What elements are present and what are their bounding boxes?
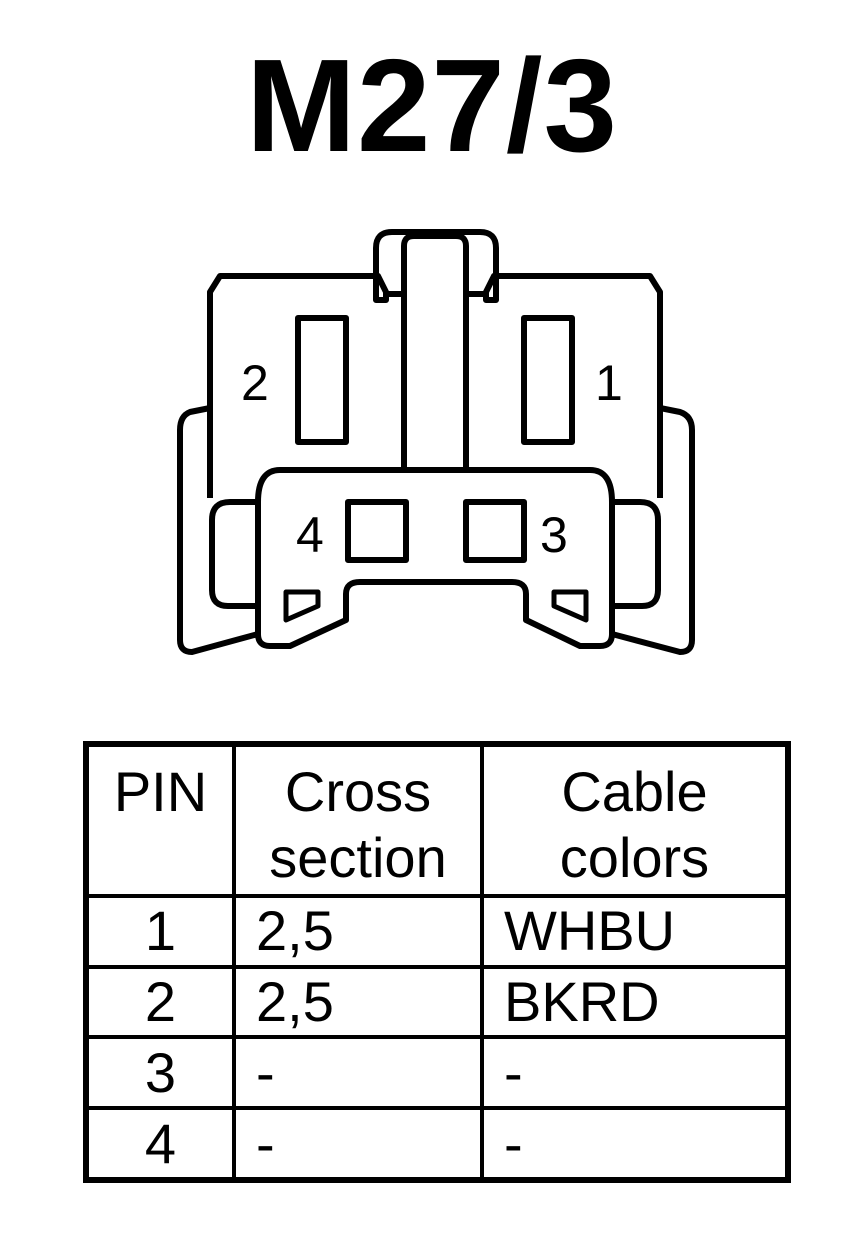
table-row: 3 - - xyxy=(84,1035,790,1111)
latch-arrow-left xyxy=(283,589,321,623)
cell-cross-section: - xyxy=(232,1106,484,1182)
pin-contact-1 xyxy=(521,315,575,445)
connector-right-lug xyxy=(612,499,661,609)
header-cross-section: Cross section xyxy=(232,742,484,898)
header-cable-colors: Cable colors xyxy=(480,742,790,898)
connector-left-lug xyxy=(209,499,258,609)
pin-contact-2 xyxy=(295,315,349,445)
header-cable-line2: colors xyxy=(559,826,710,889)
cell-pin: 1 xyxy=(84,894,236,969)
table-row: 4 - - xyxy=(84,1106,790,1182)
table-row: 2 2,5 BKRD xyxy=(84,964,790,1040)
pin-label-2: 2 xyxy=(241,355,269,411)
header-cross-line1: Cross xyxy=(284,760,432,823)
cell-cross-section: 2,5 xyxy=(232,894,484,969)
connector-center-slot xyxy=(401,233,469,470)
pin-contact-3 xyxy=(463,499,527,563)
cell-pin: 3 xyxy=(84,1035,236,1111)
header-cross-line2: section xyxy=(269,826,447,889)
cell-cable-color: BKRD xyxy=(480,964,790,1040)
table-row: 1 2,5 WHBU xyxy=(84,894,790,969)
header-pin-label: PIN xyxy=(113,760,208,823)
pin-label-4: 4 xyxy=(296,507,324,563)
cell-cross-section: 2,5 xyxy=(232,964,484,1040)
pin-label-1: 1 xyxy=(595,355,623,411)
latch-arrow-right xyxy=(551,589,589,623)
pin-label-3: 3 xyxy=(540,507,568,563)
connector-latch-body xyxy=(255,467,615,649)
connector-drawing: 2 1 4 3 xyxy=(177,229,695,655)
connector-right-wing xyxy=(611,405,695,655)
diagram-title: M27/3 xyxy=(246,32,618,179)
table-header-row: PIN Cross section Cable colors xyxy=(84,742,790,898)
cell-pin: 2 xyxy=(84,964,236,1040)
cell-cable-color: WHBU xyxy=(480,894,790,969)
pin-assignment-table: PIN Cross section Cable colors 1 2,5 WHB… xyxy=(83,741,791,1183)
cell-cross-section: - xyxy=(232,1035,484,1111)
cell-cable-color: - xyxy=(480,1035,790,1111)
header-cable-line1: Cable xyxy=(561,760,708,823)
cell-cable-color: - xyxy=(480,1106,790,1182)
header-pin: PIN xyxy=(84,742,236,898)
cell-pin: 4 xyxy=(84,1106,236,1182)
connector-housing xyxy=(207,229,663,498)
connector-left-wing xyxy=(177,405,259,655)
pin-contact-4 xyxy=(345,499,409,563)
